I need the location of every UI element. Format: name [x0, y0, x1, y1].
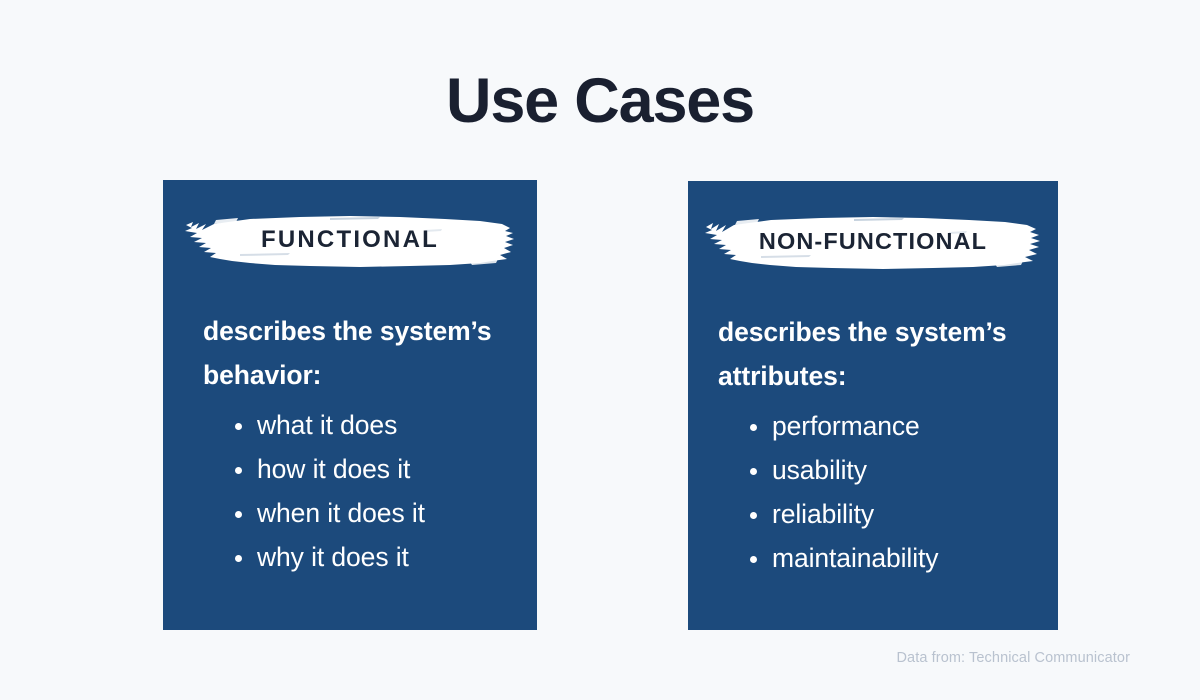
source-attribution: Data from: Technical Communicator: [896, 650, 1130, 666]
use-case-card-functional: FUNCTIONAL describes the system’s behavi…: [163, 180, 537, 630]
list-item: how it does it: [235, 448, 513, 492]
bullet-list-non-functional: performance usability reliability mainta…: [718, 405, 1034, 581]
card-body-non-functional: describes the system’s attributes: perfo…: [718, 311, 1034, 581]
badge-functional: FUNCTIONAL: [180, 208, 520, 274]
use-case-card-non-functional: NON-FUNCTIONAL describes the system’s at…: [688, 181, 1058, 630]
list-item: performance: [750, 405, 1034, 449]
list-item: when it does it: [235, 492, 513, 536]
list-item: usability: [750, 449, 1034, 493]
card-heading-non-functional: describes the system’s attributes:: [718, 317, 1007, 391]
card-body-functional: describes the system’s behavior: what it…: [203, 310, 513, 580]
list-item: what it does: [235, 404, 513, 448]
list-item: maintainability: [750, 537, 1034, 581]
page-title: Use Cases: [446, 66, 755, 136]
brush-stroke-icon: [185, 216, 514, 267]
bullet-list-functional: what it does how it does it when it does…: [203, 404, 513, 580]
card-heading-functional: describes the system’s behavior:: [203, 316, 492, 390]
badge-non-functional: NON-FUNCTIONAL: [699, 209, 1047, 275]
brush-stroke-icon: [705, 217, 1040, 269]
badge-label-functional: FUNCTIONAL: [261, 226, 439, 253]
badge-label-non-functional: NON-FUNCTIONAL: [758, 227, 988, 254]
list-item: why it does it: [235, 536, 513, 580]
list-item: reliability: [750, 493, 1034, 537]
